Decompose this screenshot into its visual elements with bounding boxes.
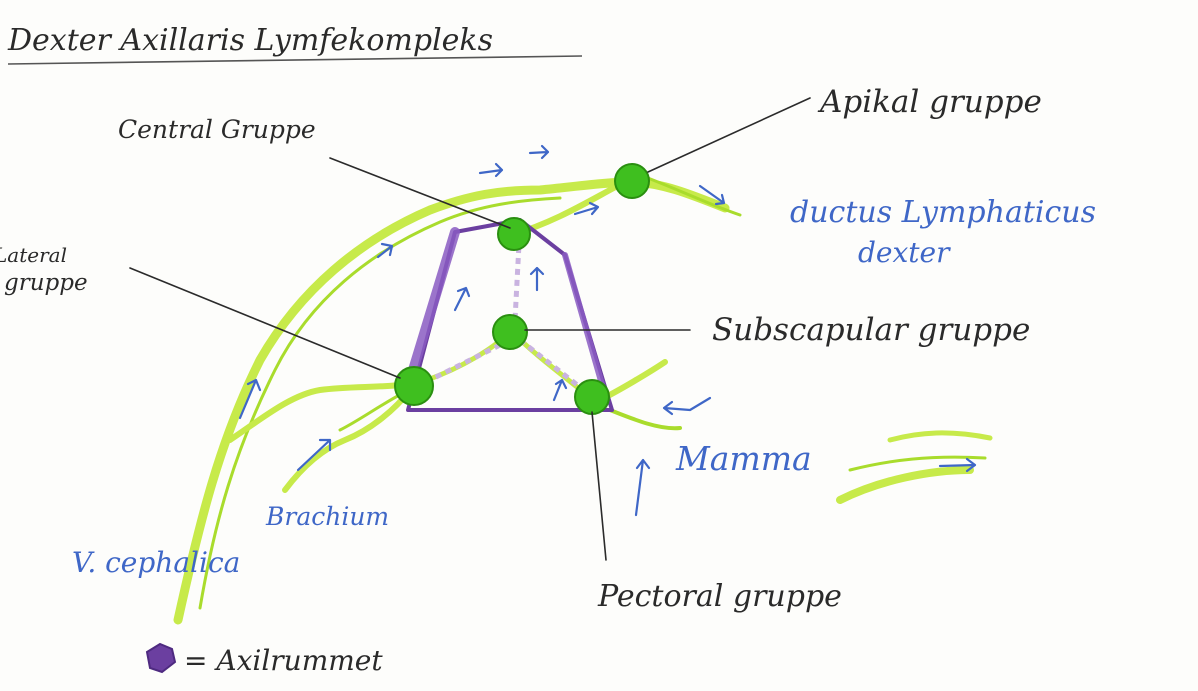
label-subscapular-group: Subscapular gruppe bbox=[712, 312, 1030, 348]
label-brachium: Brachium bbox=[265, 502, 389, 531]
label-mamma: Mamma bbox=[675, 439, 812, 478]
label-pectoral-group: Pectoral gruppe bbox=[597, 579, 842, 614]
label-apical-group: Apikal gruppe bbox=[817, 84, 1042, 120]
leader-lines bbox=[130, 98, 810, 560]
label-central-group: Central Gruppe bbox=[118, 115, 316, 144]
label-lateral-group-line2: gruppe bbox=[4, 270, 88, 296]
lymph-node-lateral bbox=[395, 367, 433, 405]
lymph-node-apical bbox=[615, 164, 649, 198]
label-ductus-dexter: dexter bbox=[858, 236, 951, 269]
legend: = Axilrummet bbox=[147, 644, 383, 677]
diagram-title: Dexter Axillaris Lymfekompleks bbox=[7, 23, 493, 58]
lymph-node-pectoral bbox=[575, 380, 609, 414]
legend-purple-swatch bbox=[147, 644, 175, 672]
label-lateral-group-line1: Lateral bbox=[0, 243, 67, 267]
label-v-cephalica: V. cephalica bbox=[72, 546, 240, 579]
legend-text: = Axilrummet bbox=[184, 644, 383, 677]
label-ductus-lymphaticus: ductus Lymphaticus bbox=[790, 195, 1096, 230]
lymph-node-central bbox=[498, 218, 530, 250]
lymph-node-subscapular bbox=[493, 315, 527, 349]
